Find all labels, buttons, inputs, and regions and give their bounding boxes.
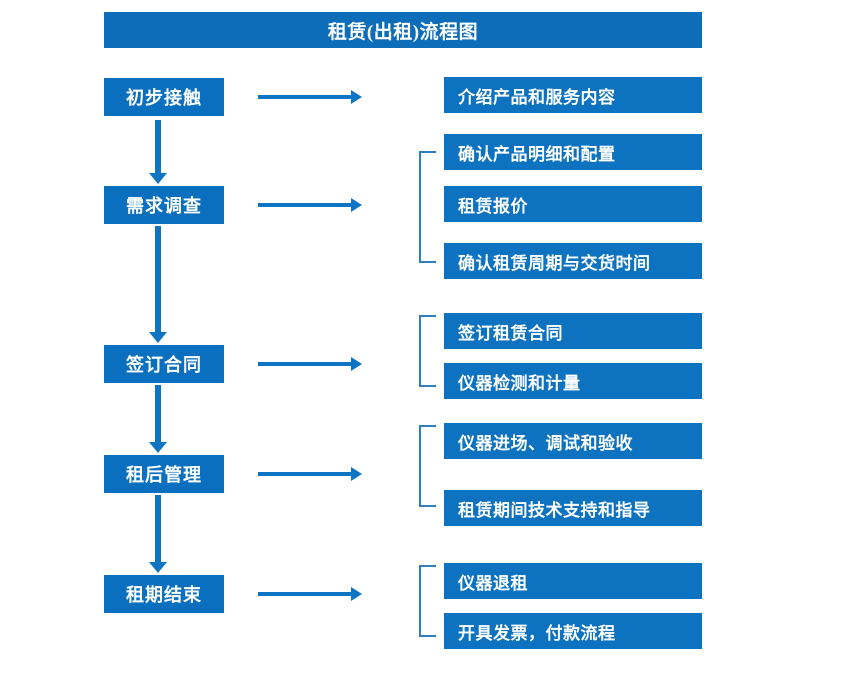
vertical-arrow-3 [149, 385, 167, 453]
task-box-invoice-payment[interactable]: 开具发票，付款流程 [444, 613, 702, 649]
stage-box-lease-end[interactable]: 租期结束 [104, 575, 224, 613]
vertical-arrow-4 [149, 495, 167, 573]
vertical-arrow-2 [149, 226, 167, 343]
stage-box-post-lease-management[interactable]: 租后管理 [104, 455, 224, 493]
horizontal-arrow-1 [258, 89, 362, 105]
horizontal-arrow-5 [258, 586, 362, 602]
task-box-instrument-installation[interactable]: 仪器进场、调试和验收 [444, 423, 702, 459]
task-box-sign-lease-contract[interactable]: 签订租赁合同 [444, 313, 702, 349]
group-bracket-sign-contract [419, 315, 436, 387]
stage-box-needs-survey[interactable]: 需求调查 [104, 186, 224, 224]
task-box-instrument-inspection[interactable]: 仪器检测和计量 [444, 363, 702, 399]
task-box-introduce-products[interactable]: 介绍产品和服务内容 [444, 77, 702, 113]
group-bracket-needs-survey [419, 151, 436, 263]
task-box-instrument-return[interactable]: 仪器退租 [444, 563, 702, 599]
task-box-technical-support[interactable]: 租赁期间技术支持和指导 [444, 490, 702, 526]
vertical-arrow-1 [149, 120, 167, 184]
task-box-confirm-product-details[interactable]: 确认产品明细和配置 [444, 134, 702, 170]
stage-box-initial-contact[interactable]: 初步接触 [104, 78, 224, 116]
group-bracket-post-lease [419, 425, 436, 507]
horizontal-arrow-2 [258, 197, 362, 213]
task-box-confirm-lease-period[interactable]: 确认租赁周期与交货时间 [444, 243, 702, 279]
horizontal-arrow-3 [258, 356, 362, 372]
page-title: 租赁(出租)流程图 [104, 12, 702, 48]
stage-box-sign-contract[interactable]: 签订合同 [104, 345, 224, 383]
group-bracket-lease-end [419, 565, 436, 637]
horizontal-arrow-4 [258, 466, 362, 482]
task-box-lease-quotation[interactable]: 租赁报价 [444, 186, 702, 222]
